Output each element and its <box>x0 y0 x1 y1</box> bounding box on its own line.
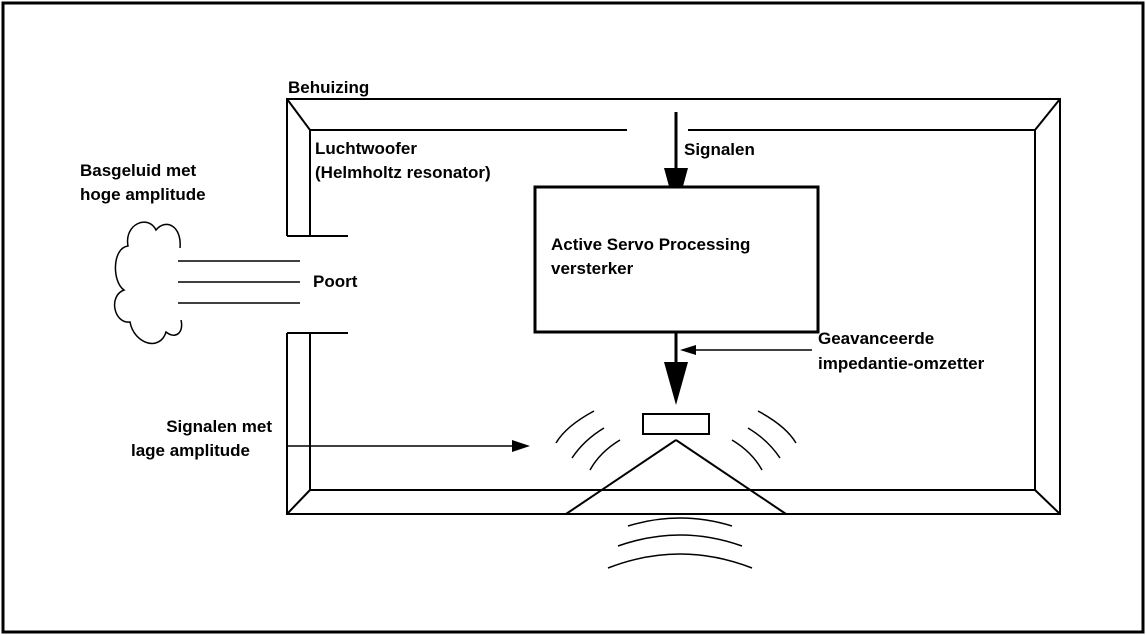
label-geavanceerde-line1: Geavanceerde <box>818 329 934 348</box>
label-signalen: Signalen <box>684 140 755 159</box>
driver-cone <box>565 439 787 515</box>
label-basgeluid-line1: Basgeluid met <box>80 161 197 180</box>
label-signalen-laag-line2: lage amplitude <box>131 441 250 460</box>
impedance-arrow <box>680 345 812 355</box>
sound-waves-bottom <box>607 517 753 569</box>
driver-magnet <box>642 413 710 435</box>
sound-waves-left <box>555 410 621 471</box>
port-airflow-lines <box>178 260 300 304</box>
label-geavanceerde-line2: impedantie-omzetter <box>818 354 985 373</box>
driver-arrow <box>664 332 688 405</box>
low-amplitude-arrow <box>287 440 530 452</box>
enclosure <box>286 98 1061 515</box>
label-amplifier-line2: versterker <box>551 259 634 278</box>
label-luchtwoofer-line1: Luchtwoofer <box>315 139 417 158</box>
sound-waves-right <box>731 410 797 471</box>
label-behuizing: Behuizing <box>288 78 369 97</box>
amplifier-box <box>533 185 820 334</box>
label-basgeluid-line2: hoge amplitude <box>80 185 206 204</box>
label-signalen-laag-line1: Signalen met <box>166 417 272 436</box>
bass-sound-cloud-icon <box>113 221 183 345</box>
label-poort: Poort <box>313 272 358 291</box>
label-luchtwoofer-line2: (Helmholtz resonator) <box>315 163 491 182</box>
label-amplifier-line1: Active Servo Processing <box>551 235 750 254</box>
